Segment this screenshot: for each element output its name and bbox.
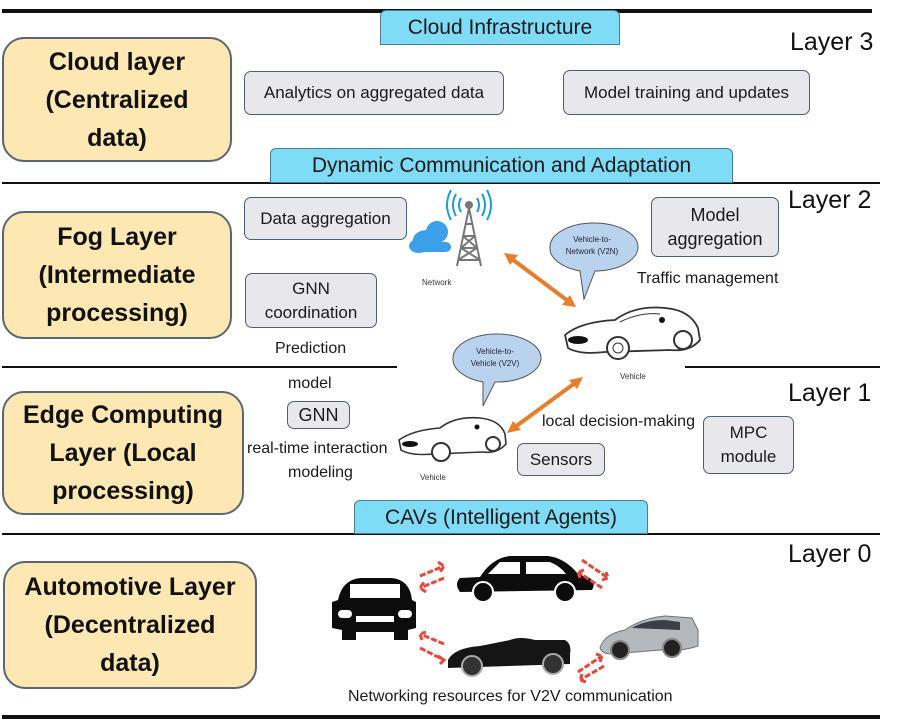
sensors-box: Sensors [517,443,605,476]
v2v-caption: Networking resources for V2V communicati… [348,688,673,705]
layer-number-0: Layer 0 [788,540,872,568]
v2n-bubble-line-1: Vehicle-to- [573,235,611,244]
v2n-bubble-line-2: Network (V2N) [566,247,619,256]
layer-number-3: Layer 3 [790,28,874,56]
realtime-interaction-label: real-time interaction [247,440,388,457]
traffic-management-label: Traffic management [637,270,779,287]
analytics-box: Analytics on aggregated data [244,71,504,115]
header-cavs: CAVs (Intelligent Agents) [354,500,648,534]
gnn-coordination-box: GNN coordination [245,273,377,328]
v2v-link-arrow [507,377,583,433]
header-cloud-infrastructure: Cloud Infrastructure [380,10,620,45]
local-decision-label: local decision-making [542,413,695,430]
car-convertible-icon [448,638,571,677]
layer-box-fog: Fog Layer (Intermediate processing) [2,211,232,339]
car-front-view-icon [332,578,416,640]
tower-icon [446,189,492,267]
layer-number-1: Layer 1 [788,379,872,407]
mpc-module-box: MPC module [703,416,794,474]
gnn-box: GNN [287,401,350,429]
v2v-network-graphic [332,556,699,684]
layer-box-edge: Edge Computing Layer (Local processing) [2,391,244,515]
model-label: model [288,375,332,392]
v2n-speech-bubble: Vehicle-to- Network (V2N) [549,222,639,301]
layer-box-automotive: Automotive Layer (Decentralized data) [3,561,257,689]
v2v-exchange-arrows [417,558,610,684]
cloud-icon [409,221,451,253]
fog-vehicle-icon [564,306,701,360]
edge-vehicle-label: Vehicle [420,473,446,482]
model-training-box: Model training and updates [563,70,810,115]
network-label: Network [422,278,452,287]
network-icon [409,189,492,267]
edge-vehicle-icon [398,416,507,462]
car-sedan-icon [457,556,594,603]
bottom-border [2,715,880,719]
v2n-link-arrow [504,253,576,307]
separator-fog-edge-left [2,366,397,368]
separator-cloud-fog [2,182,880,184]
model-aggregation-box: Model aggregation [651,197,779,257]
header-dynamic-communication: Dynamic Communication and Adaptation [270,148,733,183]
car-silver-icon [599,615,699,660]
v2v-bubble-line-2: Vehicle (V2V) [471,359,520,368]
layer-number-2: Layer 2 [788,186,872,214]
data-aggregation-box: Data aggregation [244,197,407,240]
prediction-label: Prediction [275,340,347,357]
layer-box-cloud: Cloud layer (Centralized data) [2,37,232,162]
separator-edge-automotive [2,533,880,535]
v2v-bubble-line-1: Vehicle-to- [476,347,514,356]
separator-fog-edge-right [685,366,880,368]
modeling-label: modeling [288,464,353,481]
v2v-speech-bubble: Vehicle-to- Vehicle (V2V) [452,333,542,407]
fog-vehicle-label: Vehicle [620,372,646,381]
